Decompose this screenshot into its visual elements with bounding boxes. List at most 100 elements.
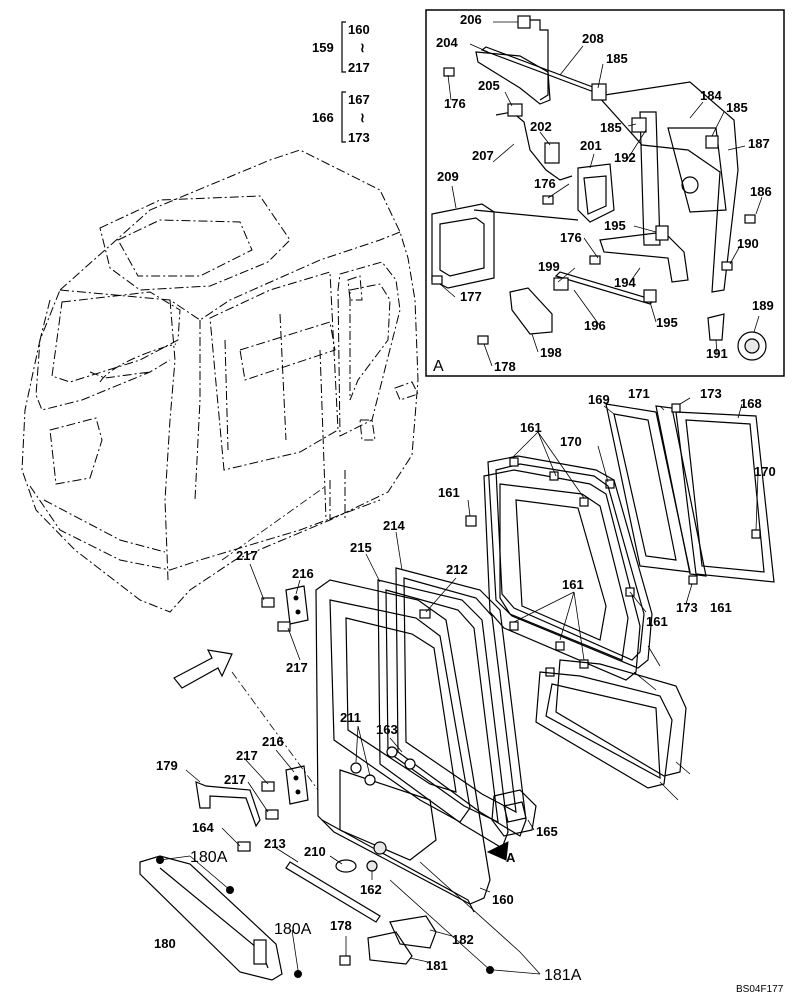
callout: 162: [360, 882, 382, 897]
callout: 182: [452, 932, 474, 947]
callout: 165: [536, 824, 558, 839]
callout: 189: [752, 298, 774, 313]
callout: 169: [588, 392, 610, 407]
inset-callout-labels: 206 208 204 185 176 205 184 185 185 207 …: [436, 12, 774, 374]
callout: 199: [538, 259, 560, 274]
callout: 210: [304, 844, 326, 859]
seal-175: [555, 659, 687, 777]
callout: 190: [737, 236, 759, 251]
callout: 195: [656, 315, 678, 330]
callout: 211: [340, 710, 361, 725]
hinge-lower: [285, 765, 309, 805]
callout: 205: [478, 78, 500, 93]
inset-plate-187: [596, 81, 739, 293]
direction-arrows: [173, 649, 509, 861]
callout: 187: [748, 136, 770, 151]
callout: 217: [236, 748, 258, 763]
seal-215: [377, 579, 509, 849]
door-160: [315, 579, 491, 913]
striker-165: [491, 789, 537, 837]
glass-169: [605, 403, 691, 573]
callout: 168: [740, 396, 762, 411]
callout: 176: [534, 176, 556, 191]
callout: 192: [614, 150, 636, 165]
range-from: 160: [348, 22, 370, 37]
callout: 170: [560, 434, 582, 449]
callout: 173: [676, 600, 698, 615]
callout: 160: [492, 892, 514, 907]
callout: 161: [646, 614, 668, 629]
cab-frame-outline: [21, 149, 419, 613]
main-callout-labels: 169 171 173 168 161 170 161 170 214 215 …: [154, 386, 776, 984]
detail-view-letter: A: [433, 358, 444, 375]
callout: 198: [540, 345, 562, 360]
callout: 180: [154, 936, 176, 951]
callout: 186: [750, 184, 772, 199]
callout: 202: [530, 119, 552, 134]
callout: 173: [700, 386, 722, 401]
frame-172: [487, 455, 653, 669]
inset-bracket-206: [520, 19, 549, 101]
callout: 184: [700, 88, 722, 103]
handle-179: [195, 781, 261, 828]
bracket-182: [389, 915, 437, 949]
front-arrow: [173, 649, 233, 689]
seal-171: [655, 405, 707, 577]
range-parent: 166: [312, 110, 334, 125]
callout: 214: [383, 518, 405, 533]
callout: 164: [192, 820, 214, 835]
callout: 212: [446, 562, 468, 577]
callout: 163: [376, 722, 398, 737]
inset-bracket-198: [509, 287, 553, 335]
callout: 191: [706, 346, 728, 361]
callout: 201: [580, 138, 602, 153]
drawing-id: BS04F177: [736, 984, 784, 995]
inset-leader-lines: [439, 21, 763, 367]
range-to: 217: [348, 60, 370, 75]
callout: 161: [562, 577, 584, 592]
callout: 170: [754, 464, 776, 479]
inset-lock-189: [737, 331, 767, 361]
callout: 208: [582, 31, 604, 46]
rod-213: [285, 861, 381, 923]
callout: 176: [560, 230, 582, 245]
callout: 216: [292, 566, 314, 581]
lower-glass: [535, 659, 687, 789]
view-a-arrow: [486, 841, 509, 861]
callout: 180A: [190, 849, 228, 866]
callout: 196: [584, 318, 606, 333]
callout: 195: [604, 218, 626, 233]
glass-168: [675, 411, 775, 583]
main-leader-lines: [159, 397, 759, 975]
inset-lock-201: [577, 163, 615, 223]
callout: 217: [286, 660, 308, 675]
callout: 215: [350, 540, 372, 555]
range-parent: 159: [312, 40, 334, 55]
range-from: 167: [348, 92, 370, 107]
callout: 185: [600, 120, 622, 135]
callout: 207: [472, 148, 494, 163]
inset-screws: [431, 67, 756, 345]
callout: 179: [156, 758, 178, 773]
range-159: 159 160 ≀ 217: [312, 21, 370, 75]
callout: 178: [330, 918, 352, 933]
callout: A: [506, 850, 516, 865]
callout: 161: [438, 485, 460, 500]
callout: 181A: [544, 967, 582, 984]
callout: 185: [726, 100, 748, 115]
callout: 161: [520, 420, 542, 435]
callout: 161: [710, 600, 732, 615]
inset-plate-204: [475, 51, 551, 105]
hinges: [261, 585, 309, 820]
range-166: 166 167 ≀ 173: [312, 91, 370, 145]
range-to: 173: [348, 130, 370, 145]
detail-view-a: A: [425, 9, 785, 377]
callout: 185: [606, 51, 628, 66]
callout: 178: [494, 359, 516, 374]
callout: 177: [460, 289, 482, 304]
inset-clip-191: [707, 313, 725, 341]
callout: 213: [264, 836, 286, 851]
glass-panels: [605, 403, 775, 585]
range-sep: ≀: [360, 110, 365, 125]
callout: 217: [224, 772, 246, 787]
